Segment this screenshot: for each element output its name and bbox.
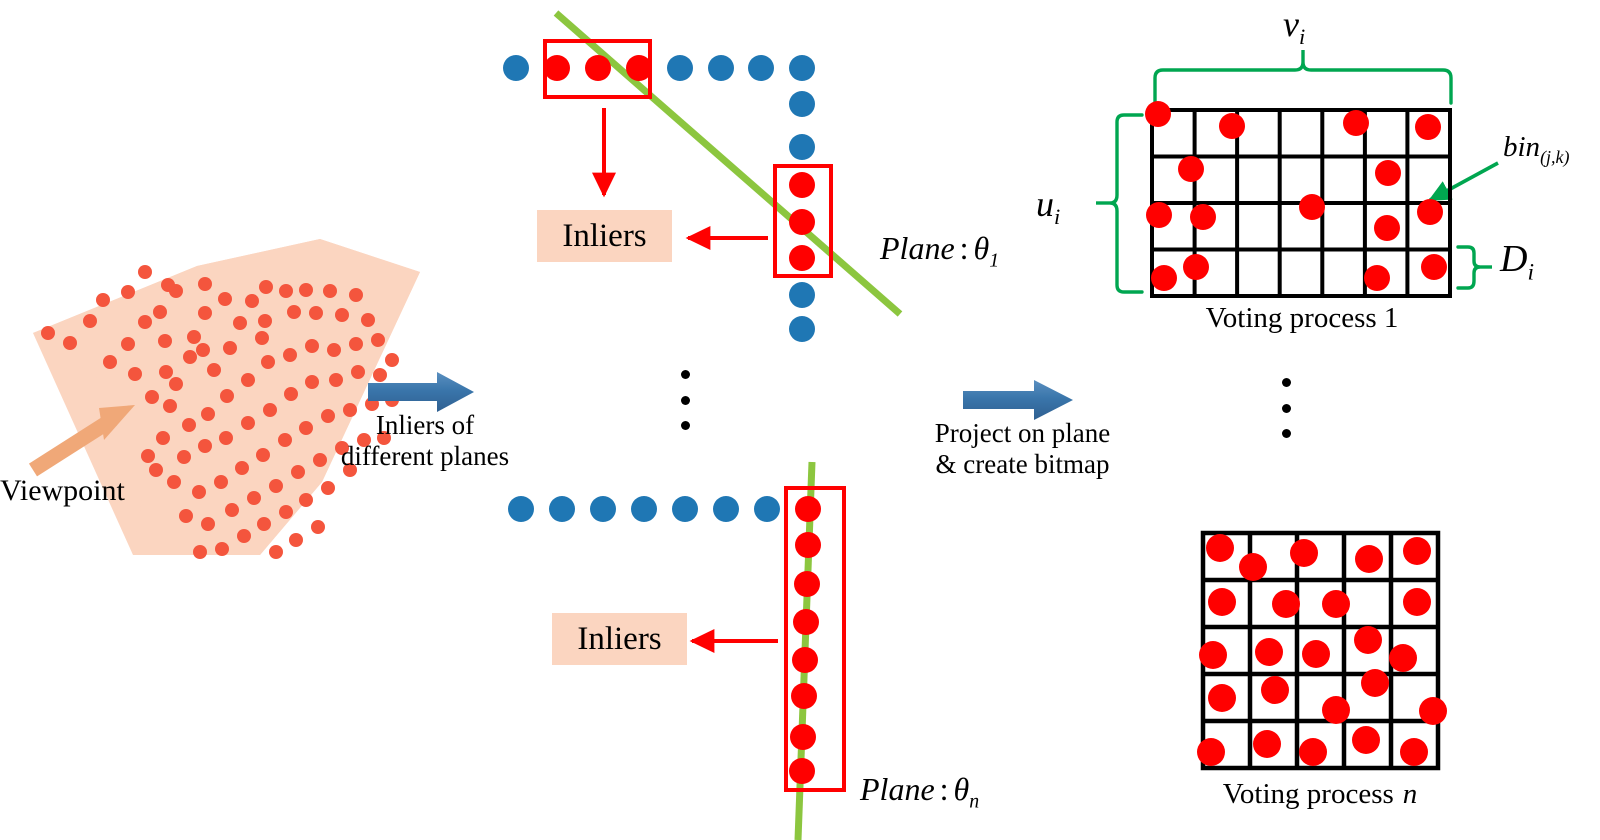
inlier-point xyxy=(789,245,815,271)
plane-n-label-prefix: Plane xyxy=(860,771,935,807)
outlier-point xyxy=(789,316,815,342)
outlier-point xyxy=(713,496,739,522)
flow-arrow-2-line2: & create bitmap xyxy=(935,449,1110,479)
outlier-point xyxy=(590,496,616,522)
plane-1-vertical-points xyxy=(789,91,815,342)
voting-n-points xyxy=(1197,534,1447,766)
brace-di-icon xyxy=(1456,245,1481,290)
ui-symbol: u xyxy=(1036,184,1054,224)
plane-1-inliers-box: Inliers xyxy=(537,210,672,262)
outlier-point xyxy=(789,134,815,160)
plane-1-line xyxy=(553,10,903,317)
voting-process-n-caption-prefix: Voting process xyxy=(1222,778,1394,810)
planes-ellipsis xyxy=(679,370,691,430)
bin-label: bin(j,k) xyxy=(1503,131,1570,167)
plane-1-horizontal-points xyxy=(503,55,815,81)
plane-1-label-sep: : xyxy=(959,230,969,266)
plane-1-label-prefix: Plane xyxy=(880,230,955,266)
plane-1-inliers-label: Inliers xyxy=(562,217,647,254)
outlier-point xyxy=(672,496,698,522)
brace-vi-icon xyxy=(1153,61,1453,105)
flow-arrow-2-line1: Project on plane xyxy=(934,418,1111,448)
plane-n-inliers-label: Inliers xyxy=(577,620,662,657)
viewpoint-arrow-icon xyxy=(28,405,135,477)
flow-arrow-1-line1: Inliers of xyxy=(375,410,475,440)
inlier-point xyxy=(789,758,815,784)
plane-n-group xyxy=(508,461,846,840)
voting-process-n-caption-symbol: n xyxy=(1402,778,1418,810)
voting-process-n-grid xyxy=(1197,530,1447,771)
di-label: Di xyxy=(1500,238,1534,286)
inlier-point xyxy=(789,209,815,235)
inlier-point xyxy=(794,571,820,597)
plane-n-label-sub: n xyxy=(969,790,980,813)
outlier-point xyxy=(748,55,774,81)
brace-ui-icon xyxy=(1109,113,1144,294)
plane-1-label-sub: 1 xyxy=(989,249,1000,272)
plane-1-label-symbol: θ xyxy=(973,230,990,266)
inlier-point xyxy=(795,532,821,558)
outlier-point xyxy=(508,496,534,522)
inlier-point xyxy=(790,724,816,750)
outlier-point xyxy=(549,496,575,522)
flow-arrow-1-icon xyxy=(368,372,474,412)
outlier-point xyxy=(667,55,693,81)
flow-arrow-1-label: Inliers of different planes xyxy=(330,410,520,472)
voting-process-1-caption: Voting process 1 xyxy=(1205,302,1399,334)
plane-1-inlier-box-horizontal xyxy=(543,39,652,99)
plane-n-label-sep: : xyxy=(939,771,949,807)
voting-ellipsis xyxy=(1280,378,1292,438)
inlier-point xyxy=(544,55,570,81)
outlier-point xyxy=(754,496,780,522)
plane-1-label: Plane:θ1 xyxy=(880,230,1000,272)
outlier-point xyxy=(789,55,815,81)
di-sub: i xyxy=(1527,259,1534,286)
bin-pointer-arrow-icon xyxy=(1428,161,1499,202)
inlier-point xyxy=(791,683,817,709)
voting-process-1-grid xyxy=(1096,50,1499,298)
plane-n-label-symbol: θ xyxy=(953,771,970,807)
outlier-point xyxy=(789,282,815,308)
inlier-point xyxy=(795,496,821,522)
ui-label: ui xyxy=(1036,184,1060,229)
vi-symbol: v xyxy=(1283,4,1299,44)
plane-n-horizontal-points xyxy=(508,496,780,522)
plane-n-label: Plane:θn xyxy=(860,771,980,813)
vi-label: vi xyxy=(1283,4,1305,49)
inlier-point xyxy=(793,609,819,635)
flow-arrow-2-icon xyxy=(963,380,1073,420)
bin-sub: (j,k) xyxy=(1540,146,1570,167)
inlier-point xyxy=(585,55,611,81)
plane-n-vertical-points xyxy=(789,496,821,784)
inlier-point xyxy=(789,172,815,198)
inlier-point xyxy=(626,55,652,81)
di-symbol: D xyxy=(1500,238,1528,280)
outlier-point xyxy=(503,55,529,81)
flow-arrow-1-line2: different planes xyxy=(340,441,510,471)
vi-sub: i xyxy=(1298,24,1306,50)
plane-1-group xyxy=(503,10,903,342)
point-cloud-dots xyxy=(41,265,399,559)
bin-symbol: bin xyxy=(1503,131,1541,163)
point-cloud-region xyxy=(33,239,420,559)
plane-1-inlier-box-vertical xyxy=(773,164,833,278)
voting-1-points xyxy=(1145,101,1447,291)
inlier-point xyxy=(792,647,818,673)
plane-n-inliers-box: Inliers xyxy=(552,613,687,665)
viewpoint-label: Viewpoint xyxy=(0,474,125,507)
outlier-point xyxy=(631,496,657,522)
ui-sub: i xyxy=(1054,204,1061,230)
plane-n-inlier-box xyxy=(784,486,846,792)
outlier-point xyxy=(789,91,815,117)
outlier-point xyxy=(708,55,734,81)
flow-arrow-2-label: Project on plane & create bitmap xyxy=(915,418,1130,480)
